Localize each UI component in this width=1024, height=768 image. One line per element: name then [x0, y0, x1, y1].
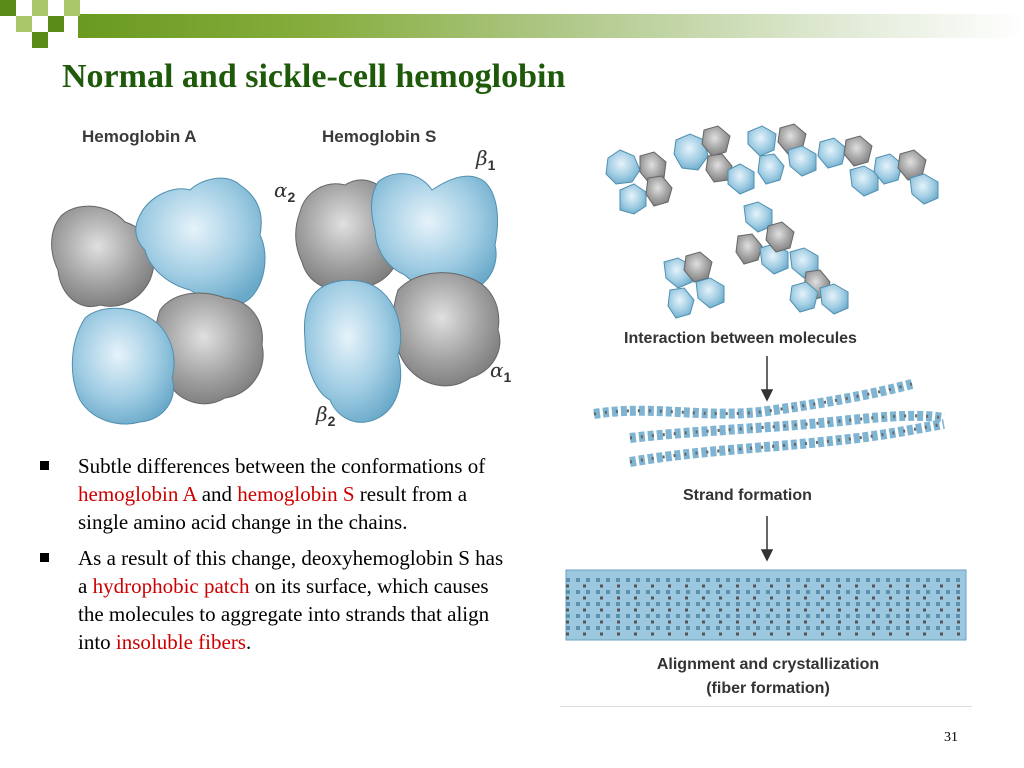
page-number: 31: [944, 730, 958, 745]
bullet-square-icon: [40, 553, 49, 562]
beta1-label: β1: [476, 146, 496, 173]
hbs-beta1-subunit: [371, 173, 499, 295]
bullet-item: Subtle differences between the conformat…: [40, 452, 510, 536]
fiber-bundle: [565, 569, 967, 641]
header-square: [16, 16, 32, 32]
header-square: [32, 0, 48, 16]
hemoglobin-a-label: Hemoglobin A: [82, 127, 197, 146]
hemoglobin-a-molecule: [51, 177, 266, 425]
header-gradient: [78, 14, 1024, 38]
alpha2-label: α2: [274, 178, 296, 205]
bullet-item: As a result of this change, deoxyhemoglo…: [40, 544, 510, 656]
hba-blue-subunit-top: [135, 177, 266, 306]
hba-blue-subunit-bottom: [71, 307, 175, 425]
highlight-hydrophobic-patch: hydrophobic patch: [92, 574, 250, 598]
header-square: [0, 0, 16, 16]
hemoglobin-s-molecule: [295, 173, 501, 423]
strand-formation-strands: [593, 379, 945, 467]
highlight-hemoglobin-s: hemoglobin S: [237, 482, 355, 506]
step-alignment-line2: (fiber formation): [706, 680, 830, 697]
header-square: [64, 0, 80, 16]
step-strand-label: Strand formation: [683, 487, 812, 504]
hbs-alpha2-subunit: [295, 179, 402, 291]
arrow-icon: [760, 356, 774, 402]
header-bar: [0, 0, 1024, 48]
hbs-alpha1-subunit: [392, 272, 501, 387]
step-alignment-line1: Alignment and crystallization: [656, 656, 880, 673]
slide-title: Normal and sickle-cell hemoglobin: [62, 58, 566, 95]
hemoglobin-s-label: Hemoglobin S: [322, 127, 437, 146]
hbs-beta2-subunit: [303, 279, 402, 423]
beta2-label: β2: [316, 402, 336, 429]
step-interaction-label: Interaction between molecules: [624, 330, 857, 347]
bullet-square-icon: [40, 461, 49, 470]
interacting-molecules-cluster: [605, 123, 939, 319]
highlight-insoluble-fibers: insoluble fibers: [115, 630, 246, 654]
bullet-list: Subtle differences between the conformat…: [40, 452, 510, 664]
hba-gray-subunit-bottom: [154, 292, 264, 405]
arrow-icon: [760, 516, 774, 562]
highlight-hemoglobin-a: hemoglobin A: [78, 482, 197, 506]
header-square: [32, 32, 48, 48]
step-alignment-label: Alignment and crystallization (fiber for…: [620, 653, 916, 701]
hba-gray-subunit-top: [51, 205, 155, 307]
figure-divider: [560, 706, 972, 707]
alpha1-label: α1: [490, 358, 512, 385]
header-square: [48, 16, 64, 32]
